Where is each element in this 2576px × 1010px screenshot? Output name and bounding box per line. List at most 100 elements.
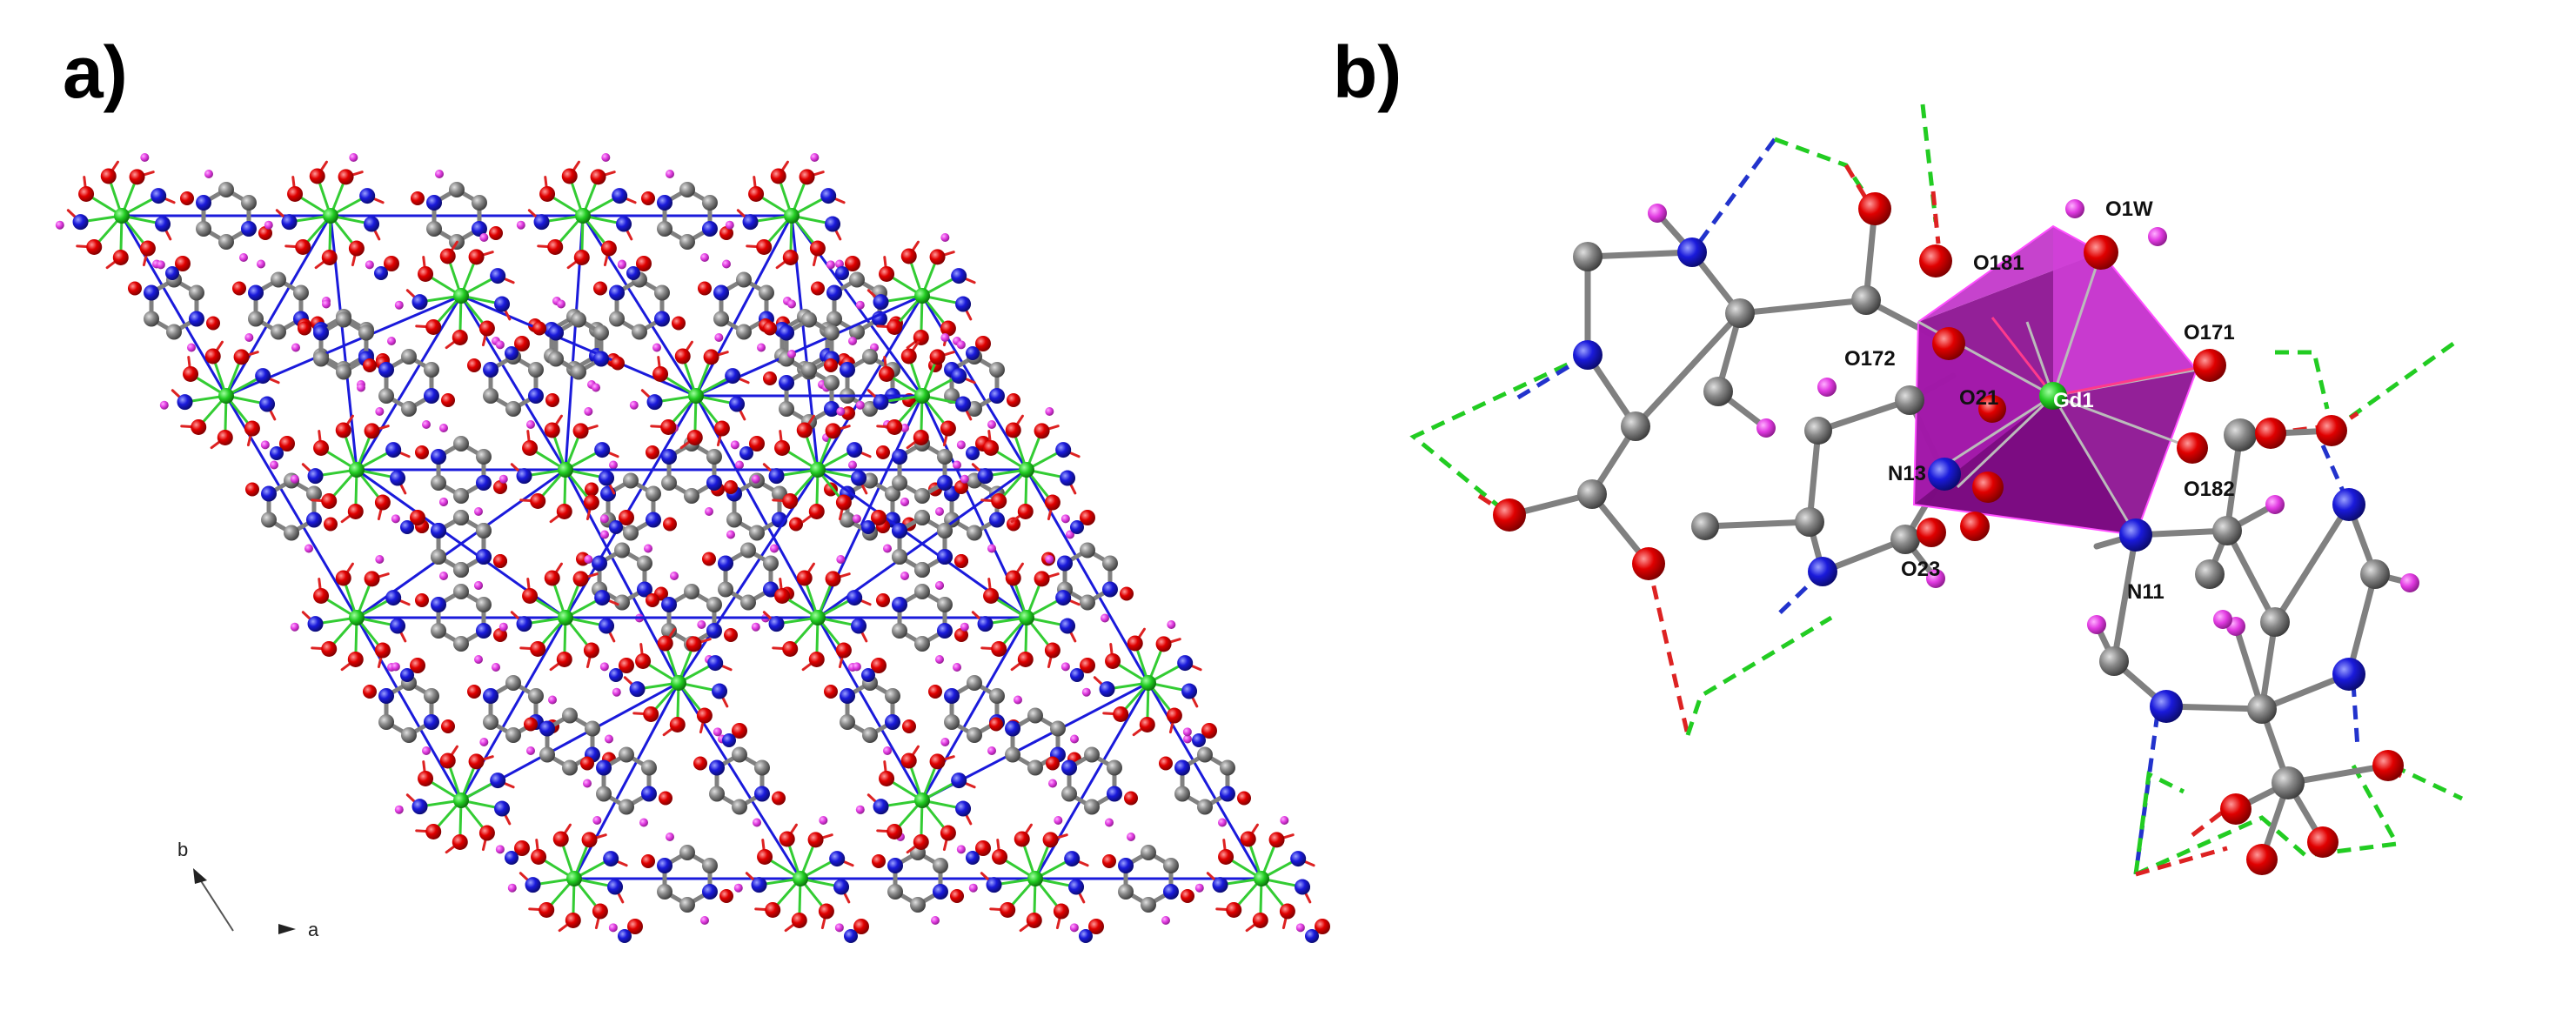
nitrogen-atom xyxy=(1928,458,1961,491)
bond xyxy=(694,304,746,398)
oxygen-atom xyxy=(1034,423,1050,439)
hydrogen-atom xyxy=(290,474,299,484)
carbon-atom xyxy=(426,221,443,237)
hydrogen-atom xyxy=(422,746,431,755)
nitrogen-atom xyxy=(844,929,858,943)
nitrogen-atom xyxy=(753,786,770,802)
nitrogen-atom xyxy=(645,512,661,528)
carbon-atom xyxy=(401,349,417,365)
nitrogen-atom xyxy=(592,555,608,572)
oxygen-atom xyxy=(719,889,733,903)
hydrogen-atom xyxy=(612,687,621,697)
hydrogen-atom xyxy=(751,622,760,632)
nitrogen-atom xyxy=(196,195,212,211)
carbon-atom xyxy=(1197,746,1213,763)
nitrogen-atom xyxy=(871,311,887,327)
oxygen-atom xyxy=(321,640,338,657)
oxygen-atom xyxy=(809,240,826,257)
gadolinium-atom xyxy=(1254,871,1269,886)
hydrogen-atom xyxy=(592,815,602,825)
oxygen-atom xyxy=(468,249,485,265)
carbon-atom xyxy=(1141,845,1156,860)
oxygen-atom xyxy=(698,281,712,296)
hbond xyxy=(2275,350,2330,410)
hydrogen-atom xyxy=(644,544,652,553)
carbon-atom xyxy=(1804,417,1832,445)
oxygen-atom xyxy=(489,226,503,240)
nitrogen-atom xyxy=(1079,929,1093,943)
label-o171: O171 xyxy=(2184,321,2235,344)
oxygen-atom xyxy=(544,422,560,438)
oxygen-atom xyxy=(774,587,791,604)
oxygen-atom xyxy=(1632,547,1665,580)
gadolinium-atom xyxy=(914,793,930,808)
oxygen-atom xyxy=(524,717,538,732)
nitrogen-atom xyxy=(599,618,615,634)
gadolinium-atom xyxy=(1027,871,1043,886)
carbon-atom xyxy=(614,594,630,611)
label-o23: O23 xyxy=(1901,558,1940,581)
hydrogen-atom xyxy=(584,554,593,564)
oxygen-atom xyxy=(1017,651,1034,667)
hydrogen-atom xyxy=(855,805,865,814)
nitrogen-atom xyxy=(661,597,678,612)
oxygen-atom xyxy=(415,445,429,459)
oxygen-atom xyxy=(1014,831,1030,847)
nitrogen-atom xyxy=(840,362,856,378)
hydrogen-atom xyxy=(2265,495,2285,514)
oxygen-atom xyxy=(954,554,968,568)
carbon-atom xyxy=(188,284,204,301)
hydrogen-atom xyxy=(852,662,861,672)
oxygen-atom xyxy=(845,256,860,271)
hbond xyxy=(2313,764,2400,857)
oxygen-atom xyxy=(244,420,260,437)
oxygen-atom xyxy=(835,494,852,511)
carbon-atom xyxy=(1061,786,1078,802)
oxygen-atom xyxy=(1000,901,1016,918)
hydrogen-atom xyxy=(1167,619,1176,629)
oxygen-atom xyxy=(782,249,799,265)
oxygen-atom xyxy=(696,707,713,724)
oxygen-atom xyxy=(309,168,325,184)
hydrogen-atom xyxy=(1054,815,1063,825)
nitrogen-atom xyxy=(1068,879,1085,895)
hbond xyxy=(2351,682,2360,749)
nitrogen-atom xyxy=(2332,658,2365,691)
oxygen-atom xyxy=(530,492,546,509)
hydrogen-atom xyxy=(848,460,857,470)
oxygen-atom xyxy=(774,439,791,456)
hbond xyxy=(1774,137,1877,211)
oxygen-atom xyxy=(702,552,716,566)
nitrogen-atom xyxy=(936,623,953,639)
hydrogen-atom xyxy=(1069,923,1079,933)
oxygen-atom xyxy=(686,429,703,445)
oxygen-atom xyxy=(287,185,304,202)
hydrogen-atom xyxy=(757,343,766,352)
nitrogen-atom xyxy=(892,523,908,538)
oxygen-atom xyxy=(552,831,569,847)
oxygen-atom xyxy=(674,348,691,365)
nitrogen-atom xyxy=(364,216,380,232)
nitrogen-atom xyxy=(884,714,900,730)
carbon-atom xyxy=(892,549,908,565)
carbon-atom xyxy=(292,284,309,301)
oxygen-atom xyxy=(796,422,813,438)
oxygen-atom xyxy=(452,329,468,345)
bond xyxy=(920,707,976,802)
hydrogen-atom xyxy=(953,460,961,470)
hydrogen-atom xyxy=(787,299,796,309)
nitrogen-atom xyxy=(1305,929,1319,943)
carbon-atom xyxy=(914,562,930,578)
oxygen-atom xyxy=(928,685,942,699)
hydrogen-atom xyxy=(290,622,299,632)
hydrogen-atom xyxy=(495,340,505,350)
hbond xyxy=(1646,563,1690,736)
oxygen-atom xyxy=(646,445,659,459)
hydrogen-atom xyxy=(375,554,385,564)
oxygen-atom xyxy=(1279,903,1295,920)
axis-indicator: b a xyxy=(177,839,319,940)
carbon-atom xyxy=(614,542,630,559)
oxygen-atom xyxy=(1972,472,2004,503)
carbon-atom xyxy=(988,688,1005,704)
oxygen-atom xyxy=(1005,570,1021,586)
